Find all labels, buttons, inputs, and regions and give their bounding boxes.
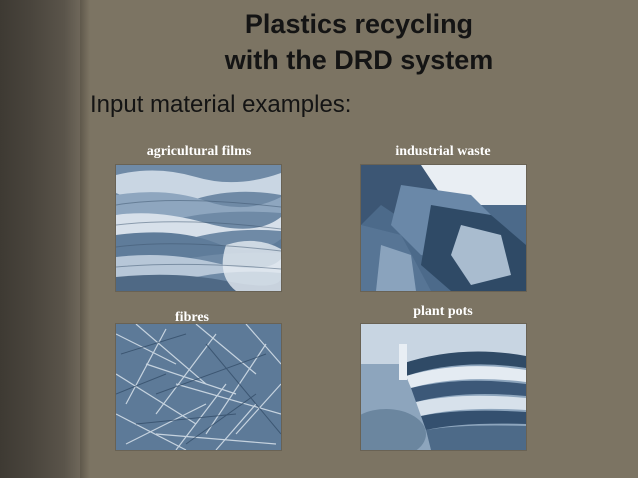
photo-agricultural-films	[116, 165, 281, 291]
slide-title-line-1: Plastics recycling	[244, 9, 474, 39]
slide-side-bar	[0, 0, 90, 478]
caption-industrial-waste: industrial waste	[395, 144, 491, 159]
slide-subtitle: Input material examples:	[90, 91, 352, 118]
photo-fibres	[116, 324, 281, 450]
caption-agricultural-films: agricultural films	[146, 144, 252, 159]
slide-title-line-2: with the DRD system	[224, 45, 494, 75]
slide-title: Plastics recycling with the DRD system	[80, 6, 638, 78]
caption-fibres: fibres	[175, 310, 209, 325]
caption-plant-pots: plant pots	[413, 304, 473, 319]
photo-industrial-waste	[361, 165, 526, 291]
photo-plant-pots	[361, 324, 526, 450]
